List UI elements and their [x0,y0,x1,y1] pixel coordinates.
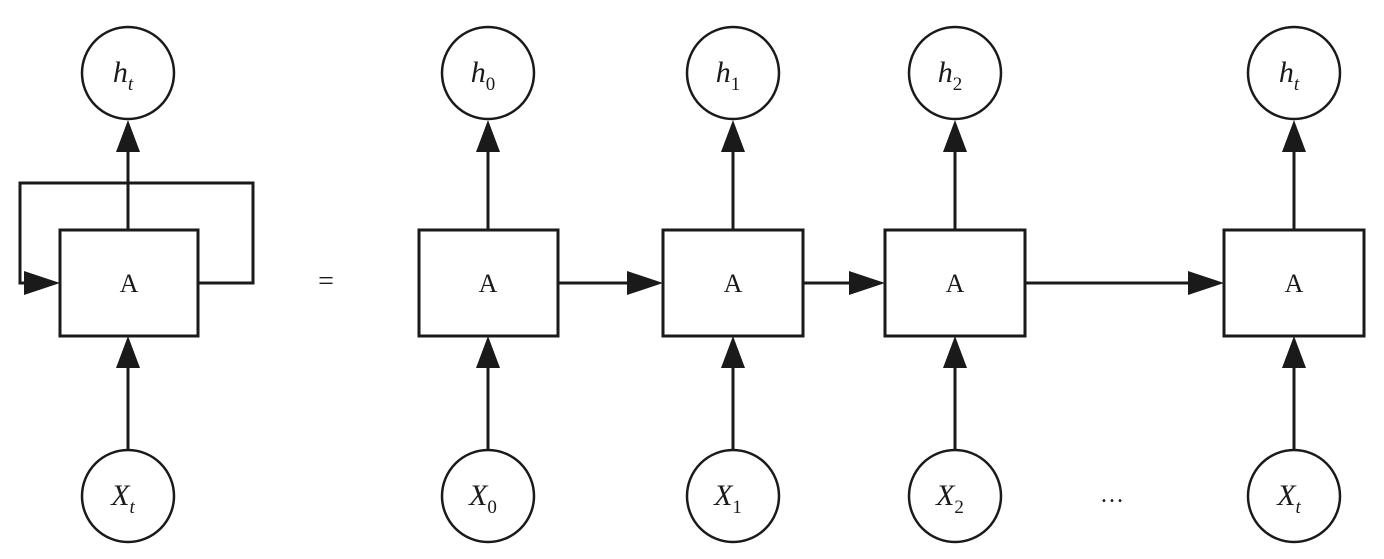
input-node-label: Xt [110,479,135,518]
input-node-label: X1 [713,479,742,518]
time-step-0: A h0 X0 [417,25,560,544]
input-arrow-head [943,336,967,368]
ellipsis: … [1100,482,1124,508]
folded-rnn: A ht Xt [18,25,255,544]
time-step-1: A h1 X1 [661,25,805,544]
input-arrow-head [116,336,140,368]
output-arrow-head [476,120,500,152]
output-node-label: ht [113,56,134,95]
input-node [440,448,536,544]
rnn-cell-label: A [1285,269,1304,298]
rnn-cell-label: A [724,269,743,298]
recurrent-loop-line [18,181,255,285]
output-arrow-head [721,120,745,152]
rnn-cell-box [883,228,1027,338]
rnn-cell-box [417,228,560,338]
time-step-t: A ht Xt [1222,25,1366,544]
input-arrow-head [1282,336,1306,368]
output-node [1246,25,1342,121]
output-node-label: h0 [471,56,496,95]
rnn-cell-label: A [120,269,139,298]
input-node [80,448,176,544]
output-arrow-head [116,120,140,152]
unrolled-rnn: A h0 X0 A h1 X1 A h2 [417,25,1366,544]
output-arrow-head [943,120,967,152]
rnn-cell-label: A [479,269,498,298]
rnn-cell-box [58,228,200,338]
output-node [440,25,536,121]
output-node [685,25,781,121]
output-node [907,25,1003,121]
output-node-label: ht [1279,56,1300,95]
input-node-label: X0 [468,479,497,518]
step-connection-2-t-head [1188,271,1224,295]
time-step-2: A h2 X2 [883,25,1027,544]
input-arrow-head [476,336,500,368]
input-node [907,448,1003,544]
recurrent-loop-arrow-head [24,271,60,295]
step-connection-0-1-head [627,271,663,295]
input-arrow-head [721,336,745,368]
input-node [1246,448,1342,544]
rnn-cell-box [1222,228,1366,338]
input-node-label: X2 [935,479,964,518]
output-node [80,25,176,121]
rnn-cell-box [661,228,805,338]
input-node [685,448,781,544]
output-arrow-head [1282,120,1306,152]
output-node-label: h1 [716,56,741,95]
input-node-label: Xt [1276,479,1301,518]
step-connection-1-2-head [849,271,885,295]
rnn-cell-label: A [946,269,965,298]
equals-sign: = [318,266,334,297]
output-node-label: h2 [938,56,963,95]
